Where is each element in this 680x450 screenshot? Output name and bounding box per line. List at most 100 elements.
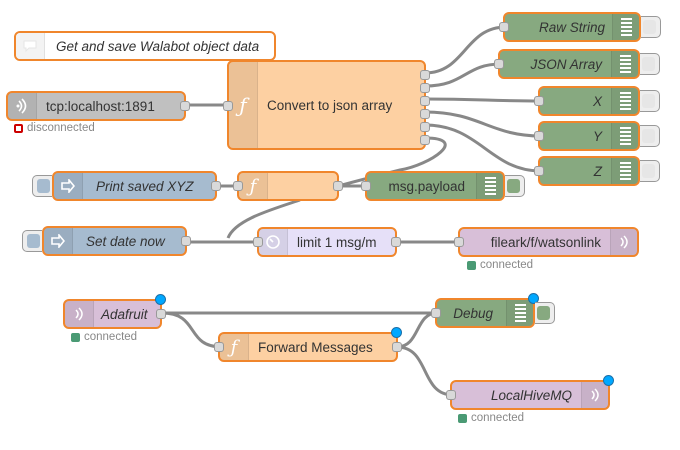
- wire-forward-hive: [396, 345, 454, 397]
- output-port[interactable]: [211, 181, 221, 191]
- output-port[interactable]: [156, 309, 166, 319]
- mqtt-out-node-watson[interactable]: fileark/f/watsonlink: [454, 227, 639, 257]
- function-node-forward[interactable]: ƒ Forward Messages: [214, 327, 402, 362]
- adafruit-status: connected: [71, 331, 137, 343]
- function-icon: ƒ: [239, 173, 268, 199]
- output-port-3[interactable]: [420, 96, 430, 106]
- comment-text: Get and save Walabot object data: [56, 38, 260, 54]
- debug-toggle-button[interactable]: [640, 160, 660, 182]
- debug-node-raw-string[interactable]: Raw String: [499, 12, 641, 42]
- inject-arrow-icon: [44, 228, 73, 254]
- output-port[interactable]: [181, 236, 191, 246]
- watson-label: fileark/f/watsonlink: [490, 234, 601, 250]
- output-port-5[interactable]: [420, 122, 430, 132]
- set-date-label: Set date now: [86, 233, 165, 249]
- comment-node[interactable]: Get and save Walabot object data: [14, 31, 276, 61]
- inject-button[interactable]: [22, 230, 42, 252]
- mqtt-signal-icon: [65, 301, 94, 327]
- tcp-in-status: disconnected: [14, 122, 95, 134]
- debug-node-x[interactable]: X: [534, 86, 640, 116]
- json-array-label: JSON Array: [530, 56, 602, 72]
- mqtt-out-node-localhive[interactable]: LocalHiveMQ: [446, 375, 614, 410]
- y-label: Y: [592, 128, 602, 144]
- debug-icon: [611, 123, 638, 149]
- debug-toggle-button[interactable]: [640, 53, 660, 75]
- output-port[interactable]: [333, 181, 343, 191]
- input-port[interactable]: [214, 342, 224, 352]
- adafruit-label: Adafruit: [101, 306, 148, 322]
- debug-node-json-array[interactable]: JSON Array: [494, 49, 640, 79]
- output-port-1[interactable]: [420, 70, 430, 80]
- output-port[interactable]: [180, 101, 190, 111]
- mqtt-signal-icon: [581, 382, 608, 408]
- debug-icon: [612, 14, 639, 40]
- input-port[interactable]: [534, 131, 544, 141]
- debug-label: Debug: [453, 305, 493, 321]
- bridge-icon: [8, 93, 37, 119]
- function-node-unnamed[interactable]: ƒ: [233, 171, 343, 201]
- localhive-status: connected: [458, 412, 524, 424]
- status-connected-icon: [71, 332, 80, 342]
- localhive-label: LocalHiveMQ: [490, 387, 572, 403]
- debug-node-z[interactable]: Z: [534, 156, 640, 186]
- debug-node-debug[interactable]: Debug: [431, 293, 539, 328]
- input-port[interactable]: [534, 96, 544, 106]
- convert-label: Convert to json array: [267, 97, 393, 113]
- z-label: Z: [593, 163, 602, 179]
- debug-icon: [611, 88, 638, 114]
- input-port[interactable]: [431, 308, 441, 318]
- input-port[interactable]: [361, 181, 371, 191]
- wire-convert-payload: [341, 136, 447, 187]
- debug-icon: [506, 300, 533, 326]
- convert-function-node[interactable]: ƒ Convert to json array: [223, 60, 430, 150]
- debug-toggle-button[interactable]: [535, 302, 555, 324]
- debug-node-y[interactable]: Y: [534, 121, 640, 151]
- wire-convert-raw: [424, 25, 507, 75]
- raw-string-label: Raw String: [538, 19, 605, 35]
- input-port[interactable]: [253, 237, 263, 247]
- changed-indicator: [391, 327, 402, 338]
- status-connected-icon: [458, 413, 467, 423]
- input-port[interactable]: [223, 101, 233, 111]
- debug-toggle-button[interactable]: [640, 90, 660, 112]
- input-port[interactable]: [499, 22, 509, 32]
- delay-node-limit[interactable]: limit 1 msg/m: [253, 227, 401, 257]
- inject-button[interactable]: [32, 175, 52, 197]
- function-icon: ƒ: [220, 334, 249, 360]
- input-port[interactable]: [446, 390, 456, 400]
- inject-node-print-saved[interactable]: Print saved XYZ: [52, 171, 221, 201]
- changed-indicator: [528, 293, 539, 304]
- msg-payload-label: msg.payload: [388, 178, 465, 194]
- input-port[interactable]: [454, 237, 464, 247]
- tcp-in-node[interactable]: tcp:localhost:1891: [6, 91, 190, 121]
- wire-adafruit-forward: [161, 311, 223, 349]
- output-port-6[interactable]: [420, 135, 430, 145]
- wire-setdate-payload: [226, 198, 301, 239]
- output-port[interactable]: [391, 237, 401, 247]
- input-port[interactable]: [233, 181, 243, 191]
- output-port-4[interactable]: [420, 109, 430, 119]
- debug-toggle-button[interactable]: [641, 16, 661, 38]
- debug-toggle-button[interactable]: [505, 175, 525, 197]
- output-port[interactable]: [392, 342, 402, 352]
- comment-icon: [16, 33, 45, 59]
- input-port[interactable]: [534, 166, 544, 176]
- watson-status: connected: [467, 259, 533, 271]
- wire-forward-debug: [396, 311, 438, 349]
- tcp-in-label: tcp:localhost:1891: [46, 98, 155, 114]
- forward-label: Forward Messages: [258, 339, 373, 355]
- debug-node-msg-payload[interactable]: msg.payload: [361, 171, 505, 201]
- inject-node-set-date[interactable]: Set date now: [42, 226, 191, 256]
- status-connected-icon: [467, 260, 476, 270]
- changed-indicator: [155, 294, 166, 305]
- timer-icon: [259, 229, 288, 255]
- wire-convert-json: [424, 62, 502, 88]
- limit-label: limit 1 msg/m: [297, 234, 377, 250]
- debug-icon: [476, 173, 503, 199]
- debug-toggle-button[interactable]: [640, 125, 660, 147]
- output-port-2[interactable]: [420, 83, 430, 93]
- mqtt-in-node-adafruit[interactable]: Adafruit: [63, 294, 166, 329]
- input-port[interactable]: [494, 59, 504, 69]
